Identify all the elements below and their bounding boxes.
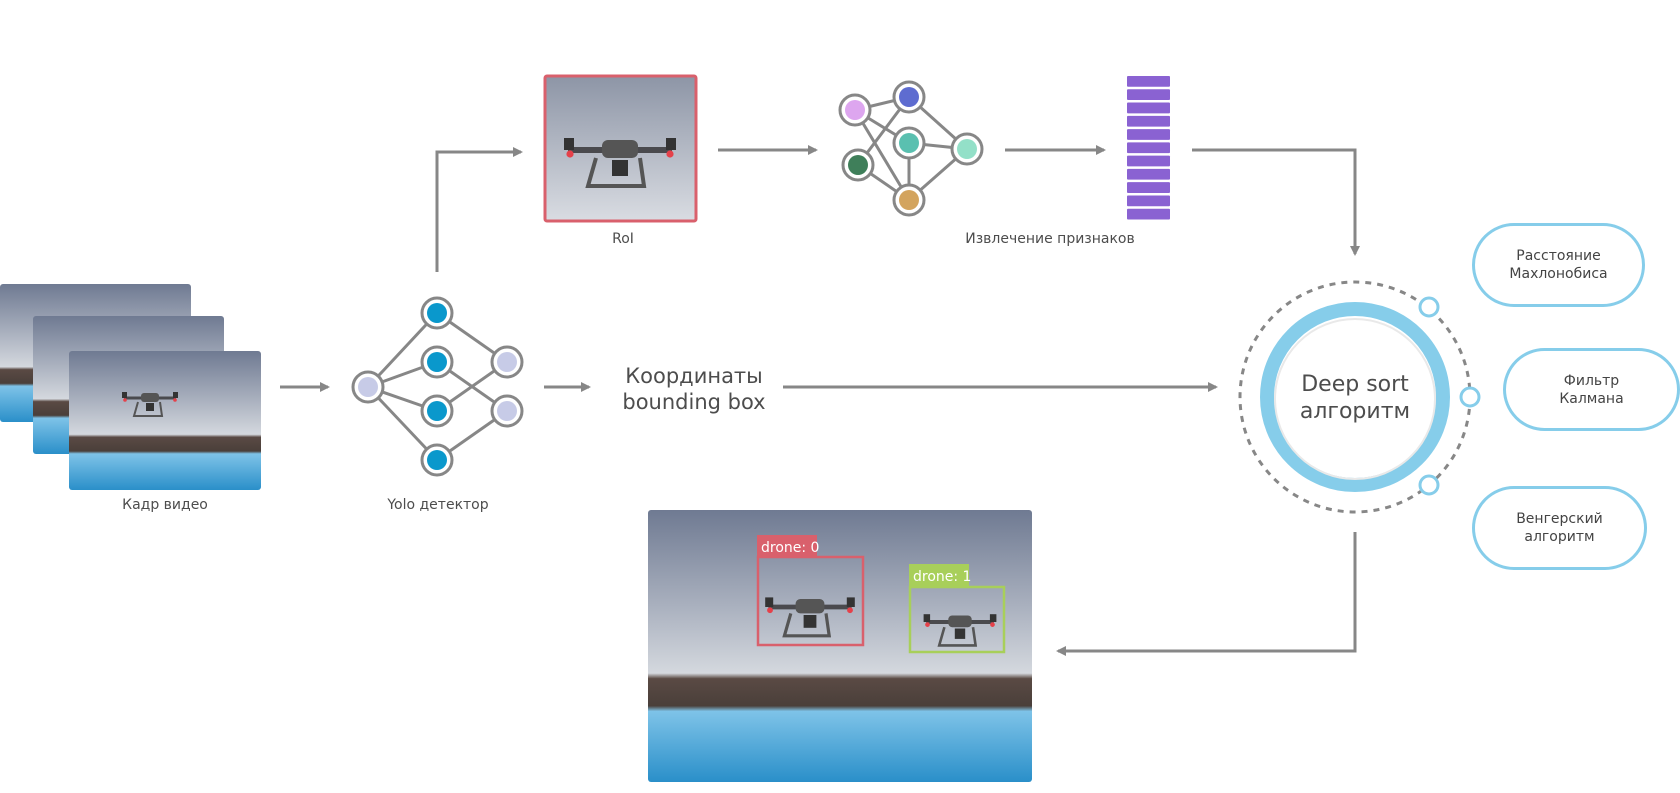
orbit-connector-middle: [1461, 388, 1479, 406]
detection-label-1: drone: 1: [913, 569, 971, 585]
yolo-input-node: [358, 377, 378, 397]
orbit-connector-top: [1420, 298, 1438, 316]
component-hungarian-algorithm: Венгерскийалгоритм: [1472, 486, 1647, 570]
feature-nodes: [840, 82, 982, 215]
component-kalman-filter: ФильтрКалмана: [1503, 348, 1680, 431]
yolo-label: Yolo детектор: [386, 497, 488, 513]
feature-vector-segment: [1127, 76, 1170, 87]
yolo-output-node-1: [497, 401, 517, 421]
yolo-network-icon: [368, 313, 507, 460]
yolo-output-node-0: [497, 352, 517, 372]
component-line2: Махлонобиса: [1509, 265, 1607, 283]
feature-vector-icon: [1127, 76, 1170, 220]
orbit-connector-bottom: [1420, 476, 1438, 494]
deepsort-label-line1: Deep sort: [1301, 372, 1409, 397]
arrow-yolo-to-roi: [437, 152, 521, 272]
component-line1: Венгерский: [1516, 510, 1603, 528]
feature-node-3: [899, 133, 919, 153]
feature-node-2: [848, 155, 868, 175]
feature-vector-segment: [1127, 103, 1170, 114]
feature-node-1: [899, 87, 919, 107]
feature-node-4: [957, 139, 977, 159]
component-mahalanobis-distance: РасстояниеМахлонобиса: [1472, 223, 1645, 307]
tracking-result-frame: drone: 0 drone: 1: [648, 510, 1032, 782]
roi-label: RoI: [612, 231, 634, 247]
component-line2: алгоритм: [1516, 528, 1603, 546]
feature-vector-segment: [1127, 129, 1170, 140]
feature-vector-segment: [1127, 209, 1170, 220]
deepsort-ring: [1267, 309, 1443, 485]
yolo-hidden-node-1: [427, 352, 447, 372]
yolo-nodes: [353, 298, 522, 475]
feature-vector-segment: [1127, 182, 1170, 193]
feature-extraction-label: Извлечение признаков: [965, 231, 1135, 247]
yolo-hidden-node-0: [427, 303, 447, 323]
roi-crop: [545, 76, 696, 221]
feature-vector-segment: [1127, 169, 1170, 180]
feature-vector-segment: [1127, 142, 1170, 153]
feature-vector-segment: [1127, 156, 1170, 167]
component-line2: Калмана: [1559, 390, 1623, 408]
deepsort-node: [1240, 282, 1479, 512]
feature-node-0: [845, 100, 865, 120]
video-frames-stack: [0, 284, 261, 490]
deepsort-label-line2: алгоритм: [1300, 399, 1410, 424]
feature-vector-segment: [1127, 195, 1170, 206]
feature-vector-segment: [1127, 116, 1170, 127]
bbox-coordinates-label-line2: bounding box: [622, 390, 765, 414]
yolo-hidden-node-2: [427, 401, 447, 421]
yolo-hidden-node-3: [427, 450, 447, 470]
component-line1: Расстояние: [1509, 247, 1607, 265]
video-frame-front: [69, 351, 261, 490]
component-line1: Фильтр: [1559, 372, 1623, 390]
video-frame-label: Кадр видео: [122, 497, 208, 513]
feature-vector-segment: [1127, 89, 1170, 100]
arrow-vector-to-deepsort: [1192, 150, 1355, 254]
arrow-deepsort-to-result: [1058, 532, 1355, 651]
feature-node-5: [899, 190, 919, 210]
detection-label-0: drone: 0: [761, 540, 819, 556]
bbox-coordinates-label-line1: Координаты: [625, 364, 763, 388]
